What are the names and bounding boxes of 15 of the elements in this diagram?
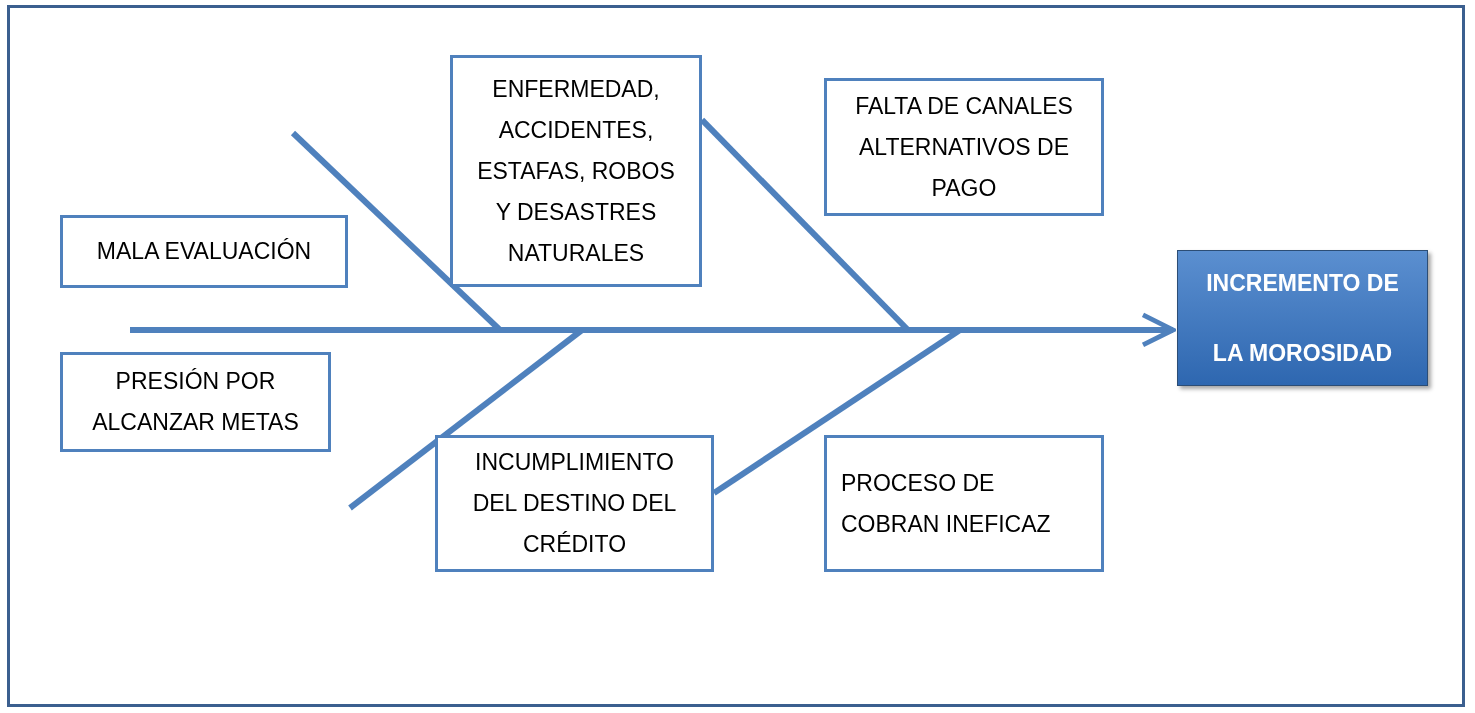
cause-text: ENFERMEDAD, ACCIDENTES, ESTAFAS, ROBOS Y DESASTRES NATURALES xyxy=(476,74,676,268)
cause-box xyxy=(450,55,702,287)
cause-text: FALTA DE CANALES ALTERNATIVOS DE PAGO xyxy=(854,91,1074,203)
cause-box xyxy=(60,352,331,452)
spine-arrow xyxy=(130,312,1176,348)
effect-box xyxy=(1177,250,1428,386)
cause-text: MALA EVALUACIÓN xyxy=(96,237,312,266)
cause-box xyxy=(824,435,1104,572)
cause-box xyxy=(824,78,1104,216)
cause-box xyxy=(435,435,714,572)
cause-text: PROCESO DE COBRAN INEFICAZ xyxy=(841,468,1052,539)
cause-text: PRESIÓN POR ALCANZAR METAS xyxy=(91,367,300,437)
effect-text: INCREMENTO DE LA MOROSIDAD xyxy=(1205,269,1400,368)
cause-text: INCUMPLIMIENTO DEL DESTINO DEL CRÉDITO xyxy=(471,448,678,559)
cause-box xyxy=(60,215,348,288)
